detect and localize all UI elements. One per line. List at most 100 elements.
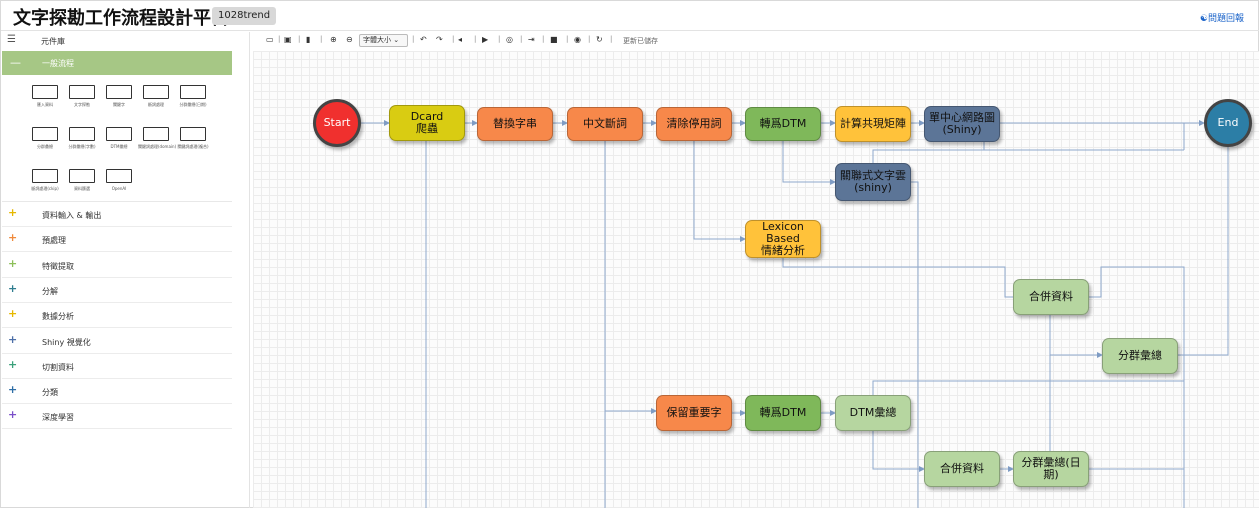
flow-node-segment[interactable]: 中文斷詞	[567, 107, 643, 141]
save-icon[interactable]: ▣	[284, 35, 292, 44]
flow-edge	[693, 141, 746, 242]
palette-item[interactable]: 分群彙總(字數)	[64, 127, 100, 149]
flow-node-stopword[interactable]: 清除停用詞	[656, 107, 732, 141]
flow-node-end[interactable]: End	[1204, 99, 1252, 147]
palette-item[interactable]: 關鍵詞處理(複合)	[175, 127, 211, 149]
font-size-select[interactable]: 字體大小 ⌄	[359, 34, 408, 47]
export-icon[interactable]: ⇥	[528, 35, 535, 44]
palette-item-label: 關鍵詞處理(複合)	[177, 144, 209, 149]
refresh-icon[interactable]: ↻	[596, 35, 603, 44]
toolbar-separator: |	[452, 35, 455, 43]
palette-item-shape	[143, 85, 169, 99]
group-general-flow[interactable]: — 一般流程	[2, 51, 232, 75]
flow-node-dtm2[interactable]: 轉爲DTM	[745, 395, 821, 431]
palette-item-label: 分群彙總(日期)	[179, 102, 207, 107]
palette-item-label: 關鍵字	[113, 102, 125, 107]
toolbar-separator: |	[566, 35, 569, 43]
flow-node-keep[interactable]: 保留重要字	[656, 395, 732, 431]
palette-item[interactable]: 斷詞處理	[138, 85, 174, 107]
sidebar-group-item[interactable]: +Shiny 視覺化	[2, 329, 232, 354]
palette-item-shape	[106, 85, 132, 99]
palette-item-label: 匯入資料	[37, 102, 53, 107]
redo-icon[interactable]: ↷	[436, 35, 443, 44]
palette-item-shape	[32, 169, 58, 183]
sidebar-group-item[interactable]: +分解	[2, 278, 232, 303]
flow-edge	[872, 431, 925, 472]
palette-item-label: 關鍵詞處理(domain)	[138, 144, 177, 149]
monitor-icon[interactable]: ▭	[266, 35, 274, 44]
flow-edge	[1049, 315, 1103, 358]
zoom-in-icon[interactable]: ⊕	[330, 35, 337, 44]
flow-node-replace[interactable]: 替換字串	[477, 107, 553, 141]
expand-plus-icon: +	[8, 408, 18, 422]
step-back-icon[interactable]: ◂	[458, 35, 463, 44]
flow-node-cluster1[interactable]: 分群彙總	[1102, 338, 1178, 374]
flow-node-lexicon[interactable]: Lexicon Based 情緒分析	[745, 220, 821, 258]
report-link[interactable]: ☯問題回報	[1200, 11, 1244, 24]
undo-icon[interactable]: ↶	[420, 35, 427, 44]
palette-item[interactable]: 關鍵字	[101, 85, 137, 107]
flow-node-network[interactable]: 單中心網路圖 (Shiny)	[924, 106, 1000, 142]
flow-node-start[interactable]: Start	[313, 99, 361, 147]
flow-node-wordcloud[interactable]: 關聯式文字雲 (shiny)	[835, 163, 911, 201]
expand-plus-icon: +	[8, 281, 18, 295]
toolbar-separator: |	[412, 35, 415, 43]
sidebar-group-item[interactable]: +數據分析	[2, 303, 232, 329]
sidebar-group-label: 分類	[42, 388, 58, 398]
toolbar-separator: |	[474, 35, 477, 43]
palette-item-label: 分群彙總(字數)	[68, 144, 96, 149]
sidebar-group-item[interactable]: +深度學習	[2, 404, 232, 430]
palette-item[interactable]: 文字探勘	[64, 85, 100, 107]
toolbar-separator: |	[278, 35, 281, 43]
toolbar-separator: |	[542, 35, 545, 43]
flow-node-dtm1[interactable]: 轉爲DTM	[745, 107, 821, 141]
zoom-out-icon[interactable]: ⊖	[346, 35, 353, 44]
expand-plus-icon: +	[8, 307, 18, 321]
sidebar-group-item[interactable]: +分類	[2, 379, 232, 405]
flow-node-merge1[interactable]: 合併資料	[1013, 279, 1089, 315]
component-sidebar: ☰ 元件庫 — 一般流程 匯入資料文字探勘關鍵字斷詞處理分群彙總(日期)分群彙總…	[1, 32, 250, 508]
palette-item-label: 斷詞處理(ckip)	[31, 186, 59, 191]
sidebar-group-label: 切割資料	[42, 362, 74, 372]
project-badge[interactable]: 1028trend	[212, 7, 277, 25]
palette-item-shape	[106, 169, 132, 183]
palette-item[interactable]: 匯入資料	[27, 85, 63, 107]
flow-node-dtmagg[interactable]: DTM彙總	[835, 395, 911, 431]
flow-node-cluster2[interactable]: 分群彙總(日期)	[1013, 451, 1089, 487]
palette-item[interactable]: OpenAI	[101, 169, 137, 191]
palette-item-label: 資料篩選	[74, 186, 90, 191]
save-status: 更新已儲存	[623, 37, 658, 45]
flow-edge	[1183, 122, 1204, 150]
palette-item[interactable]: DTM彙總	[101, 127, 137, 149]
palette-item[interactable]: 關鍵詞處理(domain)	[138, 127, 177, 149]
flow-node-merge2[interactable]: 合併資料	[924, 451, 1000, 487]
palette-item[interactable]: 資料篩選	[64, 169, 100, 191]
collapse-icon: —	[10, 56, 21, 69]
sidebar-group-item[interactable]: +特徵提取	[2, 253, 232, 278]
eye-icon[interactable]: ◉	[574, 35, 581, 44]
palette-item[interactable]: 分群彙總	[27, 127, 63, 149]
flow-edge	[782, 258, 1013, 298]
palette-item[interactable]: 分群彙總(日期)	[175, 85, 211, 107]
play-icon[interactable]: ▶	[482, 35, 489, 44]
stop-icon[interactable]: ■	[550, 35, 558, 44]
report-link-label: 問題回報	[1207, 14, 1244, 24]
expand-plus-icon: +	[8, 206, 18, 219]
component-palette: 匯入資料 文字探勘關鍵字 斷詞處理分群彙總(日期) 分群彙總分群彙總(字數) DTM彙總…	[2, 75, 232, 202]
sidebar-group-item[interactable]: +資料輸入 & 輸出	[2, 202, 232, 227]
palette-item-label: DTM彙總	[110, 144, 128, 149]
user-icon: ☯	[1199, 14, 1208, 24]
sidebar-group-item[interactable]: +預處理	[2, 227, 232, 253]
target-icon[interactable]: ◎	[506, 35, 513, 44]
sidebar-group-item[interactable]: +切割資料	[2, 354, 232, 379]
group-label: 一般流程	[42, 59, 74, 68]
palette-item[interactable]: 斷詞處理(ckip)	[27, 169, 63, 191]
flow-edge	[1089, 266, 1185, 508]
toolbar-separator: |	[320, 35, 323, 43]
delete-icon[interactable]: ▮	[306, 35, 311, 44]
flow-node-dcard[interactable]: Dcard 爬蟲	[389, 105, 465, 141]
hamburger-icon[interactable]: ☰	[7, 34, 16, 45]
flow-node-cooc[interactable]: 計算共現矩陣	[835, 106, 911, 142]
palette-item-shape	[69, 169, 95, 183]
